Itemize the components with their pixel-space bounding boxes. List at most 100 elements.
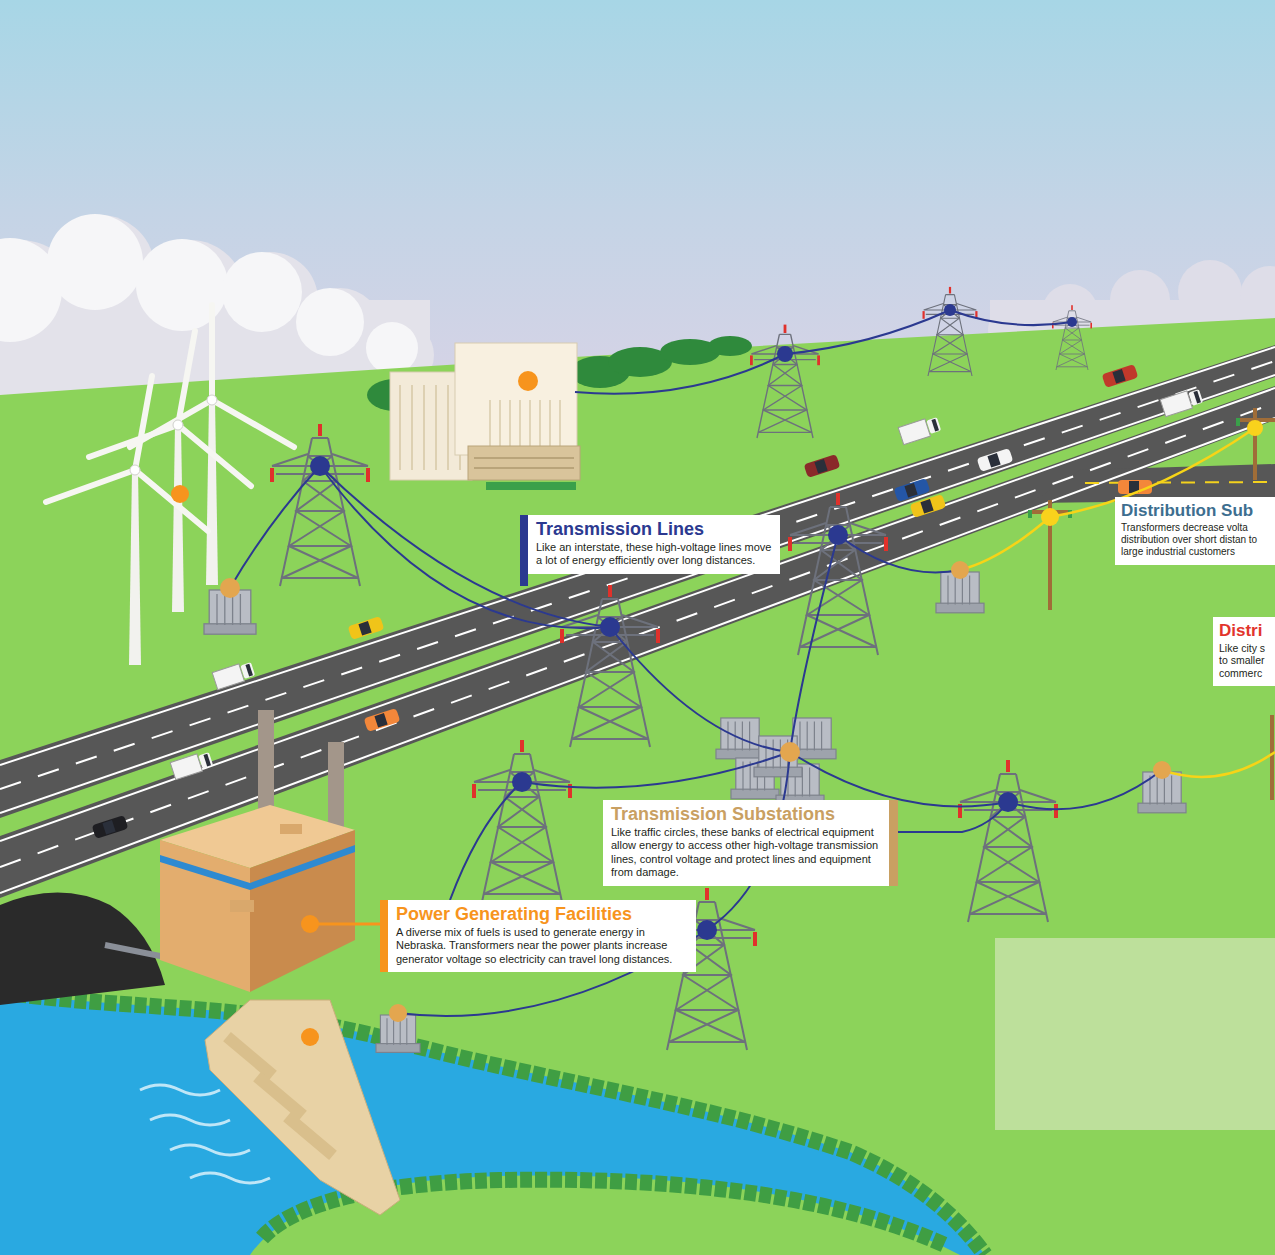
transmission-tower <box>270 424 370 586</box>
transmission-wire <box>838 535 960 572</box>
tower-dot <box>697 920 717 940</box>
transmission-tower <box>472 740 572 902</box>
distribution-wire <box>960 517 1050 570</box>
transmission-wire <box>785 310 950 354</box>
highway <box>0 347 1275 893</box>
hydro-dam <box>253 1072 307 1120</box>
generation-dot <box>301 915 319 933</box>
substation-dot <box>220 561 1171 1022</box>
callout-body: Like an interstate, these high-voltage l… <box>536 541 772 568</box>
transmission-wire <box>230 310 1162 1016</box>
highway <box>0 375 1275 813</box>
highway <box>0 345 1275 898</box>
water <box>0 992 985 1255</box>
highway <box>1085 482 1275 483</box>
generation-dot <box>171 485 189 503</box>
tower-dot <box>828 525 848 545</box>
substation-dot <box>1153 761 1171 779</box>
distribution-wire <box>1162 752 1275 777</box>
highway <box>0 386 1275 898</box>
power-plant-building <box>390 343 580 490</box>
tower-dot <box>998 792 1018 812</box>
vehicles <box>910 494 947 518</box>
power-plant-building <box>455 343 577 455</box>
generation-dot <box>518 371 538 391</box>
wind-turbine <box>172 425 184 612</box>
distribution-wire <box>960 428 1275 777</box>
tower-dot <box>777 346 793 362</box>
tower-dot <box>600 617 620 637</box>
hydro-dam <box>283 1112 337 1160</box>
wind-turbine <box>206 400 218 585</box>
callout-heading: Transmission Lines <box>536 519 772 540</box>
coal-plant <box>280 824 302 834</box>
coal-plant <box>250 845 355 890</box>
callout-heading: Transmission Substations <box>611 804 881 825</box>
transmission-tower <box>1052 305 1092 370</box>
vehicles <box>1102 364 1139 388</box>
wooden-pole <box>1236 408 1275 480</box>
highway <box>0 345 1275 818</box>
transmission-wire <box>575 354 785 394</box>
wind-turbine <box>46 305 294 665</box>
wind-turbine <box>173 420 183 430</box>
coal-plant <box>328 742 344 837</box>
coal-plant <box>160 840 250 992</box>
wind-turbine <box>207 395 217 405</box>
coal-plant <box>0 710 355 1005</box>
wind-turbine <box>46 305 294 531</box>
vehicles <box>894 478 931 502</box>
wooden-pole <box>1040 515 1041 600</box>
callout-heading: Power Generating Facilities <box>396 904 688 925</box>
transmission-wire <box>950 310 1072 325</box>
panel-placeholder <box>995 938 1275 1130</box>
tower-dot <box>1067 317 1077 327</box>
clouds <box>366 322 418 374</box>
hydro-dam <box>223 1032 277 1080</box>
wooden-pole <box>1028 500 1072 610</box>
callout-heading: Distribution Sub <box>1121 501 1273 521</box>
vehicles <box>804 454 841 478</box>
transmission-tower <box>788 493 888 655</box>
callout-body: Transformers decrease volta distribution… <box>1121 522 1273 559</box>
hydro-dam <box>205 1000 400 1215</box>
clouds <box>47 214 143 310</box>
vehicles <box>977 448 1014 472</box>
power-plant-building <box>468 446 580 480</box>
power-plant-building <box>486 482 576 490</box>
vehicles <box>348 616 385 640</box>
clouds <box>222 252 302 332</box>
water <box>0 992 985 1255</box>
coal-plant <box>250 830 355 992</box>
water <box>0 992 985 1255</box>
transmission-tower <box>923 287 978 376</box>
vehicles <box>170 750 214 779</box>
transmission-tower <box>270 287 1092 1050</box>
coal-plant <box>258 710 274 822</box>
hydro-dam <box>140 1000 400 1215</box>
hydro-dam <box>140 1085 270 1183</box>
callout-body: Like city s to smaller commerc <box>1219 642 1273 680</box>
callout-box: Transmission LinesLike an interstate, th… <box>520 515 780 574</box>
callout-body: A diverse mix of fuels is used to genera… <box>396 926 688 966</box>
vehicles <box>92 364 1204 839</box>
accent-bar <box>520 515 528 586</box>
insulator <box>1028 510 1032 518</box>
vehicles <box>364 708 401 732</box>
callout-box: Distribution SubTransformers decrease vo… <box>1115 497 1275 565</box>
substation-dot <box>780 742 800 762</box>
substation-dot <box>951 561 969 579</box>
transformer <box>204 572 1186 1052</box>
leader-line <box>318 923 380 926</box>
callout-box: Power Generating FacilitiesA diverse mix… <box>380 900 696 972</box>
vehicles <box>212 660 256 689</box>
wind-turbine <box>129 470 141 665</box>
transmission-wire <box>790 752 1008 806</box>
generation-dot <box>301 1028 319 1046</box>
tree-cluster <box>708 336 752 356</box>
highway <box>0 403 1275 867</box>
insulator <box>1236 418 1240 426</box>
